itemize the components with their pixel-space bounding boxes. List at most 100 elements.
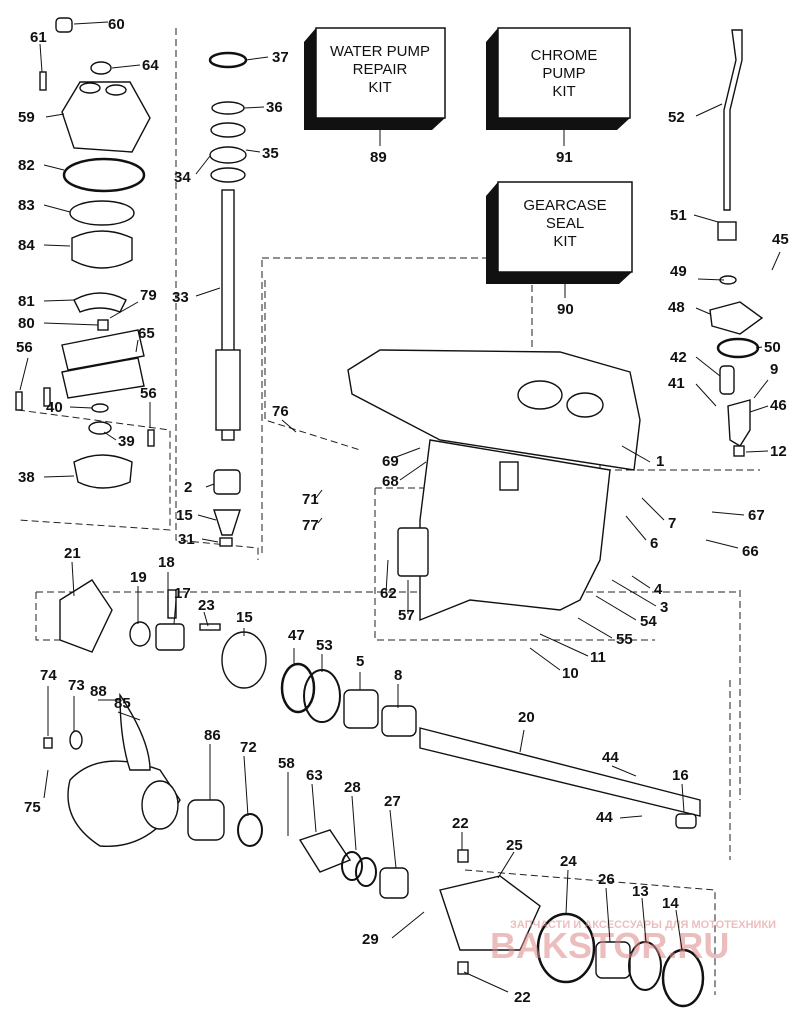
callout-leader-49 [697,278,725,281]
callout-label-6: 6 [650,535,658,552]
callout-leader-65 [135,339,139,353]
callout-label-65: 65 [138,325,155,342]
callout-label-59: 59 [18,109,35,126]
callout-label-79: 79 [140,287,157,304]
kit-water-pump-line2: REPAIR [353,61,408,78]
callout-leader-13 [641,897,647,943]
callout-leader-7 [641,497,665,521]
callout-label-27: 27 [384,793,401,810]
callout-label-53: 53 [316,637,333,654]
callout-label-72: 72 [240,739,257,756]
callout-label-31: 31 [178,531,195,548]
callout-label-4: 4 [654,581,663,598]
callout-label-8: 8 [394,667,402,684]
callout-label-60: 60 [108,16,125,33]
callout-leader-2 [205,483,215,488]
callout-label-44: 44 [596,809,613,826]
callout-label-34: 34 [174,169,191,186]
kit-chrome-pump-line2: PUMP [542,65,585,82]
callout-label-11: 11 [590,649,606,666]
callout-leader-24 [565,869,569,915]
callout-leader-36 [243,106,265,109]
callout-leader-55 [577,617,613,639]
callout-leader-31 [201,538,219,543]
callout-leader-72 [243,755,249,817]
prop-shaft-parts [59,579,701,829]
callout-leader-79 [109,301,139,319]
kit-water-pump-line3: KIT [368,79,391,96]
callout-leader-81 [43,299,75,302]
callout-label-20: 20 [518,709,535,726]
kit-chrome-pump-line1: CHROME [531,47,598,64]
callout-label-38: 38 [18,469,35,486]
callout-label-67: 67 [748,507,765,524]
callout-leader-56 [19,357,29,391]
callout-leader-76 [281,419,297,433]
callout-label-76: 76 [272,403,289,420]
callout-leader-40 [69,406,93,409]
callout-label-7: 7 [668,515,676,532]
callout-leader-29 [391,911,425,939]
callout-leader-38 [43,475,75,478]
callout-label-61: 61 [30,29,47,46]
callout-leader-10 [529,647,561,671]
callout-label-28: 28 [344,779,361,796]
callout-label-75: 75 [24,799,41,816]
callout-label-14: 14 [662,895,679,912]
callout-leader-83 [43,204,71,213]
callout-leader-54 [595,595,637,621]
callout-leader-60 [73,21,109,25]
callout-leader-69 [395,447,421,458]
callout-label-15: 15 [236,609,253,626]
callout-label-39: 39 [118,433,135,450]
callout-leader-16 [681,783,685,813]
watermark-line1: ЗАПЧАСТИ И АКСЕССУАРЫ ДЛЯ МОТОТЕХНИКИ [510,919,776,931]
callout-label-37: 37 [272,49,289,66]
callout-label-26: 26 [598,871,615,888]
callout-label-84: 84 [18,237,35,254]
callout-label-29: 29 [362,931,379,948]
callout-label-55: 55 [616,631,633,648]
callout-label-2: 2 [184,479,192,496]
callout-label-64: 64 [142,57,159,74]
callout-label-16: 16 [672,767,689,784]
callout-label-52: 52 [668,109,685,126]
callout-label-88: 88 [90,683,107,700]
callout-label-62: 62 [380,585,397,602]
callout-leader-62 [385,559,389,594]
callout-leader-51 [693,214,719,223]
callout-label-56: 56 [140,385,157,402]
kit-water-pump-line1: WATER PUMP [330,43,430,60]
callout-leader-39 [103,431,117,441]
callout-label-35: 35 [262,145,279,162]
callout-leader-85 [117,711,141,721]
callout-leader-33 [195,287,221,297]
callout-leader-82 [43,164,65,171]
callout-label-85: 85 [114,695,131,712]
callout-label-68: 68 [382,473,399,490]
callout-leader-75 [43,769,49,799]
callout-label-51: 51 [670,207,687,224]
callout-leader-45 [771,251,781,271]
kit-gearcase-seal-number: 90 [557,301,574,318]
kit-gearcase-seal-box: GEARCASE SEAL KIT 90 [486,181,633,318]
callout-label-17: 17 [174,585,191,602]
callout-leader-12 [745,450,769,453]
kit-chrome-pump-number: 91 [556,149,573,166]
callout-leader-11 [539,633,589,657]
callout-label-23: 23 [198,597,215,614]
callout-label-45: 45 [772,231,789,248]
callout-label-13: 13 [632,883,649,900]
callout-label-3: 3 [660,599,668,616]
drive-shaft-parts [208,51,248,547]
callout-leader-66 [705,539,739,549]
callout-leader-67 [711,511,745,516]
callout-label-12: 12 [770,443,787,460]
callout-label-5: 5 [356,653,364,670]
callout-label-47: 47 [288,627,305,644]
callout-label-40: 40 [46,399,63,416]
callout-label-63: 63 [306,767,323,784]
kit-chrome-pump-line3: KIT [552,83,575,100]
callout-label-41: 41 [668,375,685,392]
